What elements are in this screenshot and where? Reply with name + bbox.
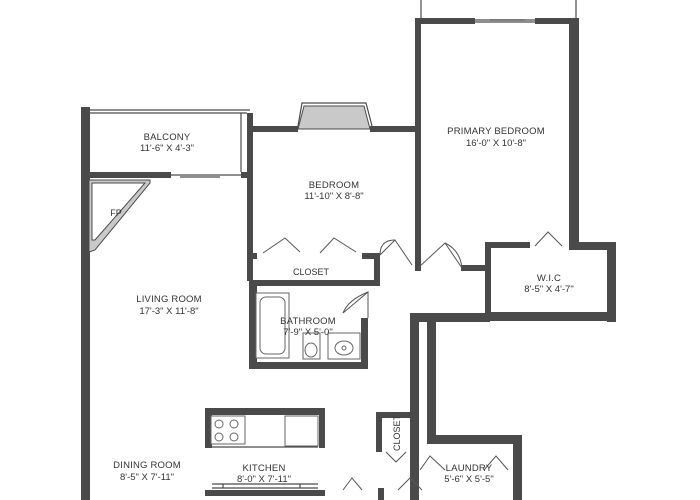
bathroom-fixtures — [255, 290, 369, 360]
living-room-label: LIVING ROOM — [136, 294, 202, 305]
bedroom-dims: 11'-10" X 8'-8" — [304, 191, 363, 202]
fireplace-label: FP — [110, 208, 122, 218]
living-room-dims: 17'-3" X 11'-8" — [139, 306, 198, 317]
balcony-frame — [90, 109, 250, 178]
wic-door — [534, 231, 563, 247]
primary-window — [475, 19, 535, 23]
dining-room-dims: 8'-5" X 7'-11" — [120, 472, 174, 483]
wic-label: W.I.C — [537, 273, 561, 284]
primary-bedroom-dims: 16'-0" X 10'-8" — [466, 138, 526, 149]
bathroom-dims: 7'-9" X 5'-0" — [283, 327, 332, 338]
laundry-dims: 5'-6" X 5'-5" — [444, 474, 493, 485]
walls — [81, 18, 616, 500]
dining-room-label: DINING ROOM — [113, 460, 181, 471]
kitchen-dims: 8'-0" X 7'-11" — [237, 474, 291, 485]
fireplace — [88, 179, 151, 253]
bedroom-doors — [379, 239, 463, 269]
balcony-dims: 11'-6" X 4'-3" — [140, 143, 194, 154]
primary-bedroom-label: PRIMARY BEDROOM — [447, 126, 545, 137]
bathroom-label: BATHROOM — [280, 316, 336, 327]
laundry-label: LAUNDRY — [446, 463, 493, 474]
bay-window — [297, 102, 373, 130]
closet-doors — [262, 237, 357, 254]
closet-label: CLOSET — [293, 267, 330, 277]
kitchen-fixtures — [210, 415, 319, 489]
upper-room-edges — [420, 0, 577, 18]
hall-closet-label: CLOSET — [392, 414, 402, 451]
balcony-label: BALCONY — [144, 132, 191, 143]
lower-doors — [342, 451, 509, 491]
room-labels: BALCONY 11'-6" X 4'-3" PRIMARY BEDROOM 1… — [110, 126, 573, 485]
bedroom-label: BEDROOM — [309, 180, 360, 191]
wic-dims: 8'-5" X 4'-7" — [524, 284, 573, 295]
kitchen-label: KITCHEN — [242, 463, 285, 474]
